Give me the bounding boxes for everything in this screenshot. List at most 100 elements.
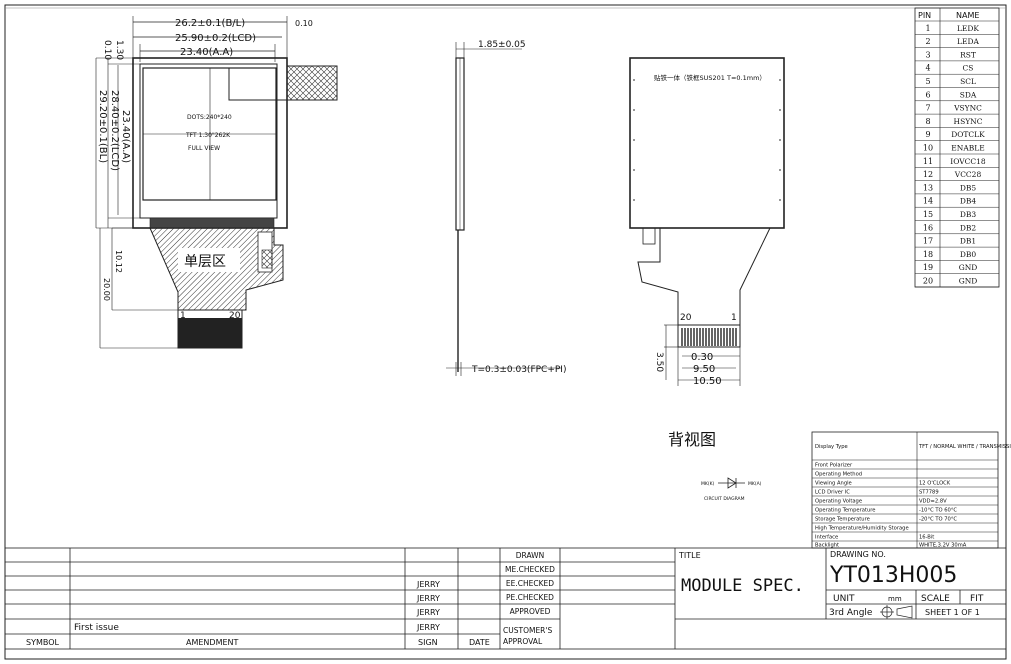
pin-name: DB2 (960, 223, 977, 232)
pin-number: 4 (925, 64, 930, 73)
spec-value: ST7789 (919, 490, 939, 496)
pin-name: CS (963, 64, 974, 73)
fpc-pin1-label: 1 (180, 311, 186, 321)
spec-value: 12 O'CLOCK (919, 481, 951, 487)
role-label: DRAWN (516, 551, 544, 560)
amendment-sign: JERRY (416, 580, 440, 589)
pin-number: 12 (923, 170, 933, 179)
pin-number: 15 (923, 210, 933, 219)
back-pin1-label: 1 (731, 313, 737, 323)
pin-number: 1 (925, 24, 930, 33)
spec-param: LCD Driver IC (815, 490, 850, 496)
circuit-right-label: MK(A) (748, 481, 762, 487)
back-pin20-label: 20 (680, 313, 692, 323)
pin-number: 20 (923, 277, 933, 286)
unit-label: UNIT (833, 594, 855, 604)
spec-param: High Temperature/Humidity Storage (815, 526, 909, 532)
spec-param: Viewing Angle (815, 481, 852, 487)
drawing-no-label: DRAWING NO. (830, 550, 886, 559)
pin-number: 13 (923, 183, 933, 192)
pin-name: DOTCLK (951, 130, 985, 139)
spec-value: -20°C TO 70°C (919, 517, 957, 523)
footer-date: DATE (469, 638, 490, 647)
dim-back-950: 9.50 (693, 364, 715, 375)
dim-fpc-thickness: T=0.3±0.03(FPC+PI) (471, 365, 566, 375)
amendment-sign: JERRY (416, 594, 440, 603)
amendment-sign: JERRY (416, 608, 440, 617)
module-title: MODULE SPEC. (681, 576, 804, 596)
pin-number: 5 (925, 77, 930, 86)
dim-left-010: 0.10 (102, 40, 112, 60)
sheet-border (4, 4, 1007, 660)
dim-width-aa: 23.40(A.A) (180, 47, 233, 58)
third-angle-icon (880, 605, 913, 619)
pin-number: 3 (925, 50, 930, 59)
spec-value: WHITE,3.2V 30mA (919, 543, 967, 549)
amendment-sign: JERRY (416, 623, 440, 632)
pin-name: VSYNC (953, 104, 982, 113)
side-view (446, 42, 562, 376)
dim-tol-top: 0.10 (295, 19, 313, 28)
pin-number: 16 (923, 223, 933, 232)
pin-number: 6 (925, 90, 930, 99)
pin-name: IOVCC18 (950, 157, 986, 166)
pin-name: SCL (960, 77, 976, 86)
pin-number: 11 (923, 157, 933, 166)
pin-name: SDA (960, 90, 977, 99)
dim-width-bl: 26.2±0.1(B/L) (175, 18, 245, 29)
pin-number: 18 (923, 250, 933, 259)
spec-value: TFT / NORMAL WHITE / TRANSMISSIVE (918, 444, 1011, 450)
pin-name: ENABLE (951, 144, 984, 153)
label-tft: TFT 1.30"262K (185, 132, 231, 139)
dim-side-thickness: 1.85±0.05 (478, 40, 526, 50)
footer-sign: SIGN (418, 638, 438, 647)
spec-param: Storage Temperature (815, 517, 870, 523)
spec-value: -10°C TO 60°C (919, 508, 957, 514)
label-dots: DOTS:240*240 (187, 114, 232, 121)
back-note: 贴铁一体（铁框SUS201 T=0.1mm） (654, 73, 766, 82)
fpc-pin20-label: 20 (229, 311, 241, 321)
dim-back-350: 3.50 (654, 352, 664, 372)
spec-value: VDD=2.8V (919, 499, 947, 505)
unit-value: mm (888, 595, 902, 603)
pin-name: LEDA (957, 37, 979, 46)
footer-symbol: SYMBOL (26, 638, 60, 647)
dim-fpc-1012: 10.12 (114, 250, 123, 273)
front-view-text: 26.2±0.1(B/L) 0.10 25.90±0.2(LCD) 23.40(… (97, 18, 313, 321)
dim-width-lcd: 25.90±0.2(LCD) (175, 33, 256, 44)
dim-fpc-2000: 20.00 (102, 278, 111, 301)
footer-amendment: AMENDMENT (186, 638, 239, 647)
role-label: ME.CHECKED (505, 565, 555, 574)
pin-number: 7 (925, 104, 930, 113)
pin-name: DB0 (960, 250, 977, 259)
scale-value: FIT (970, 594, 984, 604)
pin-number: 10 (923, 144, 933, 153)
role-label: APPROVAL (503, 637, 543, 646)
pin-name: VCC28 (954, 170, 982, 179)
scale-label: SCALE (921, 594, 950, 604)
dim-height-lcd: 28.40±0.2(LCD) (109, 90, 120, 171)
sheet-count: SHEET 1 OF 1 (925, 608, 980, 617)
role-label: APPROVED (510, 607, 551, 616)
pin-header-name: NAME (956, 11, 979, 20)
role-label: CUSTOMER'S (503, 626, 552, 635)
pin-name: DB5 (960, 183, 977, 192)
amendment-text: First issue (74, 623, 119, 633)
spec-param: Backlight (815, 543, 839, 549)
dim-back-1050: 10.50 (693, 376, 722, 387)
pin-number: 17 (923, 237, 933, 246)
pin-number: 2 (925, 37, 930, 46)
role-label: PE.CHECKED (506, 593, 554, 602)
pin-name: GND (959, 263, 978, 272)
spec-param: Operating Method (815, 472, 862, 478)
title-label: TITLE (678, 551, 701, 560)
dim-back-030: 0.30 (691, 352, 713, 363)
spec-value: 16-Bit (919, 535, 934, 541)
spec-param: Operating Temperature (815, 508, 875, 514)
pin-name: HSYNC (954, 117, 983, 126)
angle-label: 3rd Angle (829, 608, 873, 618)
title-block-text: JERRY JERRY JERRY First issue JERRY DRAWN ME.… (26, 550, 984, 647)
pin-name: DB3 (960, 210, 977, 219)
